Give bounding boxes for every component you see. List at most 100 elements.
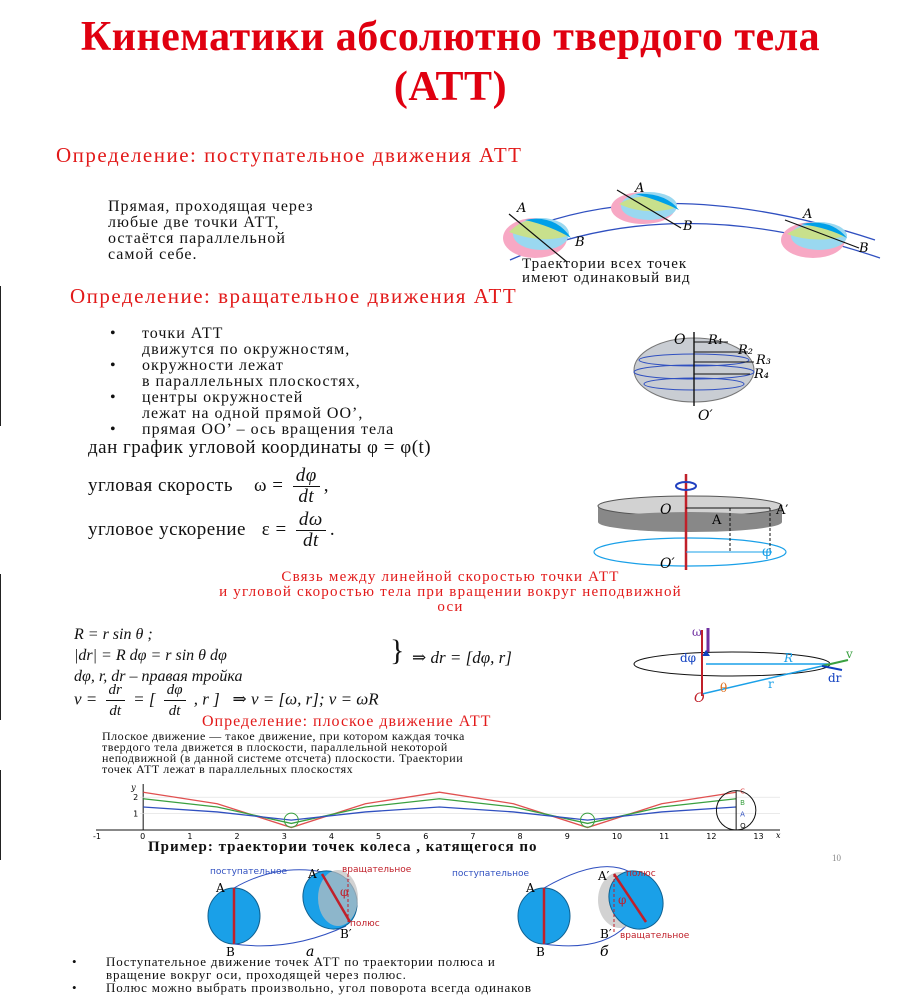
- point-b-label: B: [226, 945, 235, 959]
- point-a-label: A: [711, 513, 722, 528]
- x-tick-label: 4: [329, 832, 334, 841]
- axis-o-label: O: [674, 332, 686, 348]
- x-tick-label: 13: [753, 832, 763, 841]
- list-item-text: Полюс можно выбрать произвольно, угол по…: [106, 980, 532, 995]
- point-a-label: A: [802, 207, 812, 222]
- fraction-denominator: dt: [302, 530, 319, 551]
- translational-label: поступательное: [452, 869, 530, 879]
- formula-line: dφ, r, dr – правая тройка: [74, 668, 243, 685]
- heading-line: и угловой скоростью тела при вращении во…: [219, 584, 682, 600]
- list-item: прямая OO’ – ось вращения тела: [108, 422, 394, 439]
- formula-label: угловая скорость: [88, 474, 234, 496]
- translational-heading: Определение: поступательное движения АТТ: [56, 143, 523, 167]
- rotational-label: вращательное: [620, 931, 690, 941]
- radius-label: R: [783, 651, 793, 665]
- text-line: Прямая, проходящая через: [108, 198, 314, 215]
- x-tick-label: 8: [518, 832, 523, 841]
- radius-r3-label: R₃: [755, 353, 771, 368]
- plane-motion-definition: Плоское движение — такое движение, при к…: [102, 729, 465, 775]
- x-tick-label: 6: [423, 832, 428, 841]
- relation-formulas: R = r sin θ ; |dr| = R dφ = r sin θ dφ d…: [74, 624, 242, 687]
- caption-line: имеют одинаковый вид: [522, 270, 691, 286]
- divider: [0, 574, 1, 720]
- text-line: Плоское движение — такое движение, при к…: [102, 729, 465, 743]
- translational-diagram: A B A B A B: [503, 181, 881, 263]
- decomposition-a: поступательное вращательное полюс A B A′…: [207, 865, 412, 960]
- example-caption: Пример: траектории точек колеса , катяще…: [148, 839, 538, 855]
- page-number: 10: [832, 853, 841, 863]
- point-b-prime-label: B′: [600, 927, 612, 941]
- point-a-prime-label: A′: [775, 503, 788, 518]
- caption-line: Траектории всех точек: [522, 256, 688, 272]
- radius-r2-label: R₂: [737, 343, 753, 358]
- wheel-point-label: B: [740, 799, 745, 807]
- origin-label: O: [694, 691, 705, 706]
- rotating-disk-diagram: O O′ A A′ φ: [593, 474, 788, 570]
- x-tick-label: 10: [612, 832, 622, 841]
- loop-marker: [580, 812, 596, 828]
- formula-lhs: v =: [74, 689, 98, 709]
- formula-end: ,: [323, 474, 330, 496]
- translational-label: поступательное: [210, 867, 288, 877]
- decomposition-b: поступательное полюс вращательное A B A′…: [452, 866, 690, 960]
- y-tick-label: 1: [133, 810, 138, 819]
- figure-b-label: б: [600, 944, 609, 960]
- plane-motion-heading: Определение: плоское движение АТТ: [202, 713, 492, 730]
- velocity-vector-diagram: ω dφ R v dr r O θ: [633, 626, 853, 706]
- heading-line: Связь между линейной скоростью точки АТТ: [281, 569, 620, 585]
- formula-line: |dr| = R dφ = r sin θ dφ: [74, 647, 227, 664]
- wheel-point-label: A: [740, 811, 745, 819]
- fraction-numerator: dφ: [292, 466, 320, 487]
- formula-part: = [: [133, 689, 156, 709]
- body-position-3: [781, 219, 860, 258]
- angle-phi-label: φ: [762, 544, 772, 560]
- x-tick-label: 5: [376, 832, 381, 841]
- point-a-label: A: [516, 201, 526, 216]
- bullet-dot: •: [72, 980, 78, 995]
- list-item: центры окружностей: [108, 390, 394, 407]
- list-item-text: Поступательное движение точек АТТ по тра…: [106, 954, 496, 969]
- x-tick-label: 1: [187, 832, 192, 841]
- wheel-point-label: O: [740, 822, 746, 830]
- formula-lhs: ω =: [254, 474, 284, 496]
- text-line: любые две точки АТТ,: [108, 214, 280, 231]
- y-tick-label: 2: [133, 793, 138, 802]
- page-title: Кинематики абсолютно твердого тела: [80, 14, 821, 60]
- fraction-numerator: dω: [295, 510, 326, 531]
- rotational-properties: точки АТТ движутся по окружностям, окруж…: [108, 326, 394, 439]
- list-item: • Поступательное движение точек АТТ по тр…: [72, 955, 532, 968]
- x-tick-label: -1: [93, 832, 101, 841]
- x-tick-label: 3: [282, 832, 287, 841]
- point-a-label: A: [634, 181, 644, 196]
- point-b-label: B: [682, 219, 693, 234]
- loop-marker: [283, 812, 299, 828]
- divider: [0, 286, 1, 426]
- series-line: [143, 791, 737, 829]
- x-tick-label: 2: [235, 832, 240, 841]
- dr-label: dr: [828, 671, 842, 685]
- text-line: остаётся параллельной: [108, 230, 286, 247]
- list-item: точки АТТ: [108, 326, 394, 343]
- rotation-sphere-diagram: O O′ R₁ R₂ R₃ R₄: [633, 332, 771, 424]
- figure-a-label: а: [306, 944, 314, 960]
- x-axis-label: x: [776, 831, 781, 840]
- formula-end: .: [329, 518, 336, 540]
- radius-r1-label: R₁: [707, 333, 723, 348]
- point-a-label: A: [215, 881, 225, 895]
- theta-label: θ: [720, 681, 727, 695]
- curly-brace: }: [390, 634, 405, 667]
- list-item: окружности лежат: [108, 358, 394, 375]
- fraction-numerator: dr: [105, 680, 125, 701]
- x-tick-label: 0: [140, 832, 145, 841]
- bullet-dot: •: [72, 954, 78, 969]
- x-tick-label: 9: [565, 832, 570, 841]
- dphi-label: dφ: [680, 651, 696, 665]
- point-a-prime-label: A′: [307, 867, 320, 881]
- formula-label: угловое ускорение: [88, 518, 246, 540]
- point-a-label: A: [525, 881, 535, 895]
- angle-phi-label: φ: [340, 885, 348, 899]
